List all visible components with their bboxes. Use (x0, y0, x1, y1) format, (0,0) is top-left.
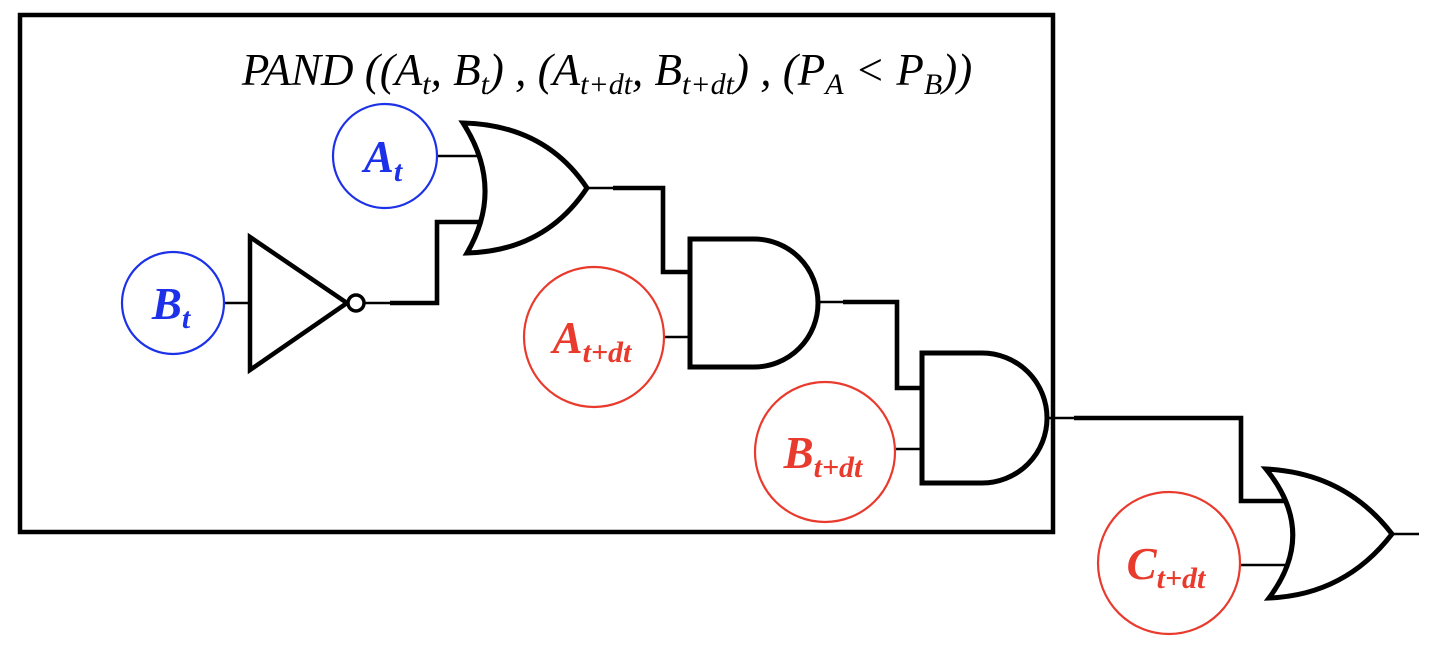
event-label-Btdt: Bt+dt (783, 428, 864, 484)
event-label-subscript: t (394, 155, 404, 188)
or-gate-1 (458, 120, 591, 256)
title-seg: )) (939, 45, 972, 95)
and-gate-2 (919, 350, 1050, 486)
event-node-Btdt (753, 380, 897, 524)
event-label-subscript: t+dt (814, 451, 864, 484)
event-label-main: A (550, 313, 583, 363)
event-label-main: A (361, 132, 394, 182)
connector-and1-to-and2 (843, 299, 928, 391)
event-label-main: B (783, 428, 814, 478)
not-gate (247, 232, 351, 375)
title-seg: < P (844, 45, 924, 95)
connector-or1-to-and1 (613, 185, 697, 275)
event-label-main: C (1127, 539, 1158, 589)
title-seg: , B (431, 45, 481, 95)
title-subscript: t+dt (682, 68, 735, 101)
title-subscript: B (924, 68, 942, 101)
event-node-Atdt (522, 265, 666, 409)
title-seg: ) , (P (731, 45, 825, 95)
event-label-subscript: t (182, 302, 192, 335)
event-node-At (331, 102, 439, 210)
title-subscript: t+dt (580, 68, 633, 101)
pand-box (17, 12, 1056, 535)
event-label-subscript: t+dt (583, 336, 633, 369)
pand-formula-title: PAND ((At, Bt) , (At+dt, Bt+dt) , (PA < … (241, 45, 972, 101)
title-subscript: A (823, 68, 844, 101)
event-node-Ctdt (1096, 490, 1242, 636)
or-gate-output (1260, 466, 1396, 601)
title-seg: PAND ((A (241, 45, 423, 95)
event-label-Bt: Bt (151, 279, 192, 335)
connector-not-to-or1 (390, 219, 486, 306)
title-subscript: t (422, 68, 431, 101)
title-subscript: t (481, 68, 490, 101)
connector-and2-to-or2 (1074, 415, 1290, 504)
title-seg: ) , (A (486, 45, 581, 95)
and-gate-1 (687, 236, 821, 370)
event-label-Ctdt: Ct+dt (1127, 539, 1207, 595)
event-node-Bt (120, 250, 226, 356)
event-label-main: B (151, 279, 182, 329)
event-label-At: At (361, 132, 404, 188)
event-label-subscript: t+dt (1157, 562, 1207, 595)
not-gate-bubble-icon (346, 293, 366, 313)
event-label-Atdt: At+dt (550, 313, 633, 369)
title-seg: , B (632, 45, 682, 95)
